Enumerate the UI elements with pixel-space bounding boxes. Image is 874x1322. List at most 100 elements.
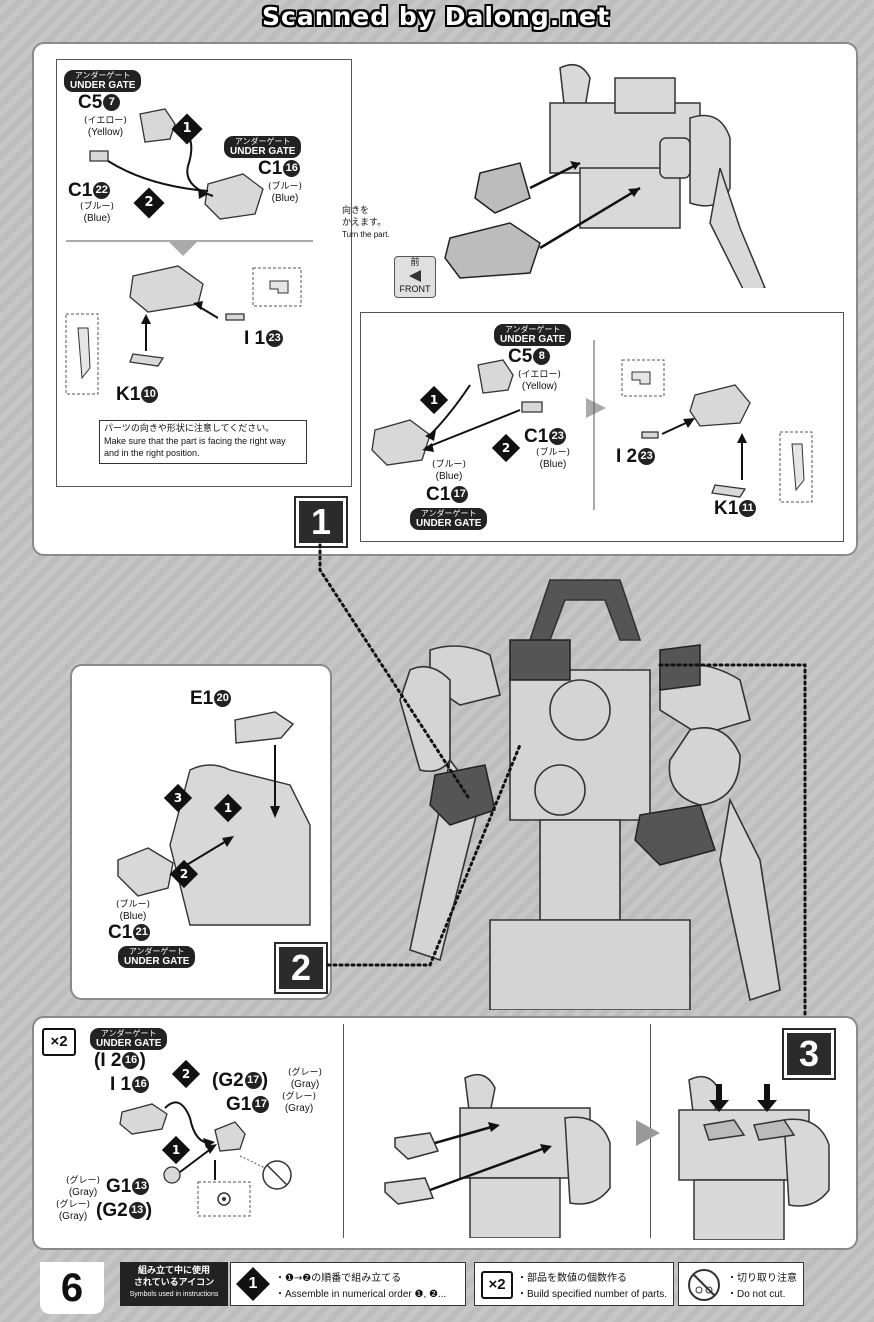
under-gate-en: UNDER GATE <box>70 80 136 91</box>
color-ja: (グレー) <box>66 1176 101 1186</box>
step2-parts-drawing <box>117 711 311 926</box>
color-en: (Yellow) <box>87 127 124 138</box>
under-gate-en: UNDER GATE <box>500 334 566 345</box>
part-code: C1 <box>108 922 133 943</box>
color-label-blue: (ブルー) (Blue) <box>268 182 302 204</box>
scan-watermark: Scanned by Dalong.net <box>262 2 611 31</box>
part-code: C1 <box>524 426 549 447</box>
part-code: K1 <box>714 498 739 519</box>
order-2-label: 2 <box>501 441 511 455</box>
part-number-badge: 23 <box>638 448 656 466</box>
color-ja: (ブルー) <box>536 448 571 458</box>
part-number-badge: 17 <box>252 1096 270 1114</box>
part-number-badge: 22 <box>93 182 111 200</box>
legend-build-box: ×2 ・部品を数値の個数作る ・Build specified number o… <box>474 1262 674 1306</box>
multiplier-icon: ×2 <box>481 1271 513 1299</box>
color-label-yellow: (イエロー) (Yellow) <box>518 370 561 392</box>
part-number-badge: 7 <box>103 94 121 112</box>
front-indicator-icon: 前 FRONT <box>394 256 436 298</box>
part-close: ) <box>261 1070 269 1091</box>
under-gate-badge-c1-17: アンダーゲート UNDER GATE <box>410 508 488 530</box>
order-1-label: 1 <box>182 121 192 136</box>
color-ja: (ブルー) <box>80 202 115 212</box>
part-code: C1 <box>426 484 451 505</box>
color-label-gray: (グレー) (Gray) <box>282 1092 316 1114</box>
under-gate-en: UNDER GATE <box>230 146 296 157</box>
legend-assemble-box: 1 ・❶→❷の順番で組み立てる ・Assemble in numerical o… <box>230 1262 466 1306</box>
arrow-right-icon <box>636 1120 660 1146</box>
legend-build-en: ・Build specified number of parts. <box>517 1289 668 1300</box>
part-number-badge: 8 <box>533 348 551 366</box>
turn-part-note: 向きを かえます。 Turn the part. <box>342 205 390 241</box>
color-en: (Blue) <box>435 471 463 482</box>
color-en: (Gray) <box>284 1103 314 1114</box>
caution-en-1: Make sure that the part is facing the ri… <box>104 436 286 446</box>
caution-ja: パーツの向きや形状に注意してください。 <box>104 424 275 434</box>
part-code: C5 <box>78 92 103 113</box>
color-en: (Blue) <box>119 911 147 922</box>
under-gate-badge-c5-7: アンダーゲート UNDER GATE <box>64 70 142 92</box>
part-code: K1 <box>116 384 141 405</box>
part-number-badge: 13 <box>132 1178 150 1196</box>
part-number-badge: 13 <box>128 1202 146 1220</box>
multiplier-badge: ×2 <box>42 1028 76 1056</box>
part-number-badge: 17 <box>244 1072 262 1090</box>
turn-ja-2: かえます。 <box>342 218 387 228</box>
under-gate-en: UNDER GATE <box>96 1038 162 1049</box>
part-close: ) <box>139 1050 146 1071</box>
part-code: G1 <box>106 1176 132 1197</box>
part-number-badge: 20 <box>214 690 232 708</box>
color-ja: (イエロー) <box>518 370 561 380</box>
color-ja: (ブルー) <box>268 182 303 192</box>
order-2-label: 2 <box>144 195 154 210</box>
legend-assemble-en: ・Assemble in numerical order ❶, ❷... <box>275 1289 447 1300</box>
step3-left-parts-drawing <box>119 1101 292 1217</box>
part-number-badge: 16 <box>283 160 301 178</box>
color-en: (Blue) <box>539 459 567 470</box>
color-en: (Blue) <box>83 213 111 224</box>
under-gate-ja: アンダーゲート <box>100 1029 157 1038</box>
legend-cut-box: ・切り取り注意 ・Do not cut. <box>678 1262 804 1306</box>
part-number-badge: 16 <box>132 1076 150 1094</box>
color-ja: (グレー) <box>56 1200 91 1210</box>
part-code: I 1 <box>244 328 266 349</box>
under-gate-ja: アンダーゲート <box>504 325 561 334</box>
color-ja: (ブルー) <box>432 460 467 470</box>
step1-left-parts-drawing <box>65 108 313 395</box>
color-label-blue: (ブルー) (Blue) <box>536 448 570 470</box>
step1-robot-illustration <box>444 63 766 288</box>
step3-robot-attach-drawing <box>384 1073 611 1238</box>
turn-ja-1: 向きを <box>342 206 370 216</box>
under-gate-badge-c5-8: アンダーゲート UNDER GATE <box>494 324 572 346</box>
arrow-left-icon <box>409 270 421 282</box>
part-number-badge: 11 <box>739 500 757 518</box>
part-code: C1 <box>68 180 93 201</box>
part-code: I 1 <box>110 1074 132 1095</box>
part-close: ) <box>145 1200 153 1221</box>
part-code: (I 2 <box>94 1050 122 1071</box>
legend-title-box: 組み立て中に使用 されているアイコン Symbols used in instr… <box>120 1262 228 1306</box>
under-gate-ja: アンダーゲート <box>420 509 477 518</box>
part-number-badge: 16 <box>122 1052 140 1070</box>
color-en: (Gray) <box>290 1079 320 1090</box>
step-number-3: 3 <box>782 1028 836 1080</box>
color-en: (Gray) <box>68 1187 98 1198</box>
color-label-blue: (ブルー) (Blue) <box>116 900 150 922</box>
order-1-label: 1 <box>171 1143 181 1157</box>
legend-cut-en: ・Do not cut. <box>727 1289 786 1300</box>
order-2-label: 2 <box>181 1067 191 1081</box>
order-1-label: 1 <box>223 801 233 815</box>
step1-right-parts-drawing <box>371 340 813 510</box>
